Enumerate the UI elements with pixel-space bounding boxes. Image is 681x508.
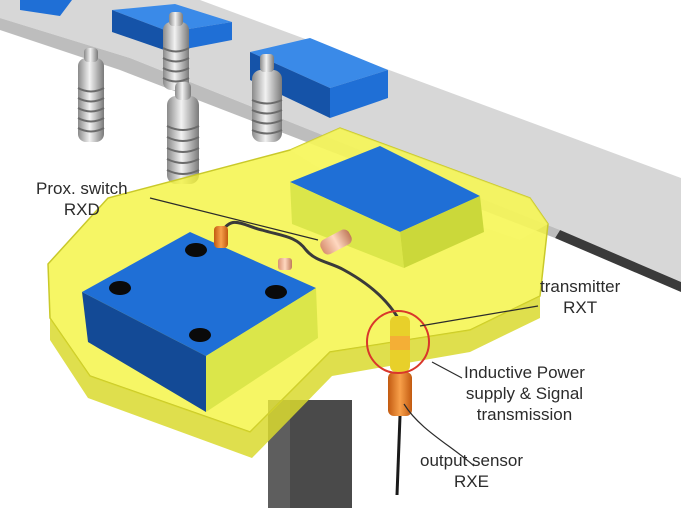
lower-blue-module xyxy=(82,232,318,412)
label-prox-switch: Prox. switch RXD xyxy=(36,178,128,220)
label-transmitter: transmitter RXT xyxy=(540,276,620,318)
label-inductive: Inductive Power supply & Signal transmis… xyxy=(464,362,585,425)
label-inductive-line3: transmission xyxy=(476,405,573,424)
highlight-circle xyxy=(366,310,430,374)
small-couplers xyxy=(214,226,352,270)
leader-lines xyxy=(149,197,539,467)
label-output-sensor-line1: output sensor xyxy=(420,451,524,470)
label-inductive-line2: supply & Signal xyxy=(465,384,584,403)
label-output-sensor: output sensor RXE xyxy=(420,450,523,492)
label-transmitter-line1: transmitter xyxy=(540,277,621,296)
cable-icon xyxy=(220,220,400,319)
label-output-sensor-line2: RXE xyxy=(454,472,489,491)
label-prox-switch-line2: RXD xyxy=(63,200,100,219)
label-inductive-line1: Inductive Power xyxy=(464,363,585,382)
label-prox-switch-line1: Prox. switch xyxy=(36,179,128,198)
label-transmitter-line2: RXT xyxy=(563,298,598,317)
screw-sensor-icon xyxy=(77,12,283,184)
upper-blue-module xyxy=(290,146,484,268)
transmitter-coupler xyxy=(388,316,412,496)
